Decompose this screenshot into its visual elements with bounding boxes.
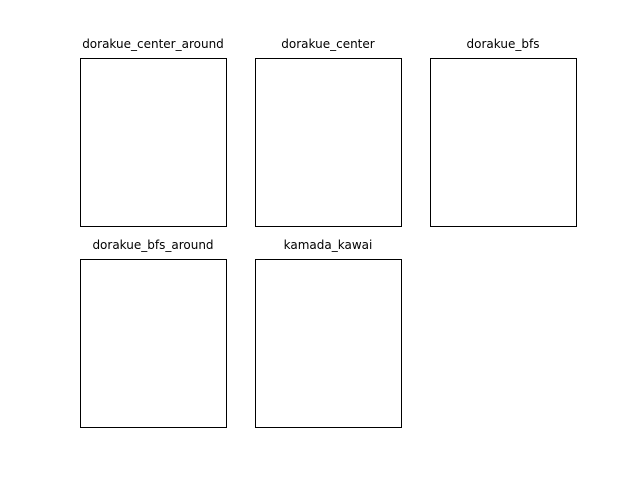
subplot-axes-2 [255, 58, 402, 227]
subplot-axes-5 [255, 259, 402, 428]
subplot-title-4: dorakue_bfs_around [92, 238, 214, 252]
subplot-title-2: dorakue_center [281, 37, 375, 51]
subplot-title-1: dorakue_center_around [82, 37, 224, 51]
subplot-axes-4 [80, 259, 227, 428]
subplot-axes-3 [430, 58, 577, 227]
subplot-axes-1 [80, 58, 227, 227]
subplot-title-5: kamada_kawai [283, 238, 373, 252]
subplot-title-3: dorakue_bfs [466, 37, 540, 51]
